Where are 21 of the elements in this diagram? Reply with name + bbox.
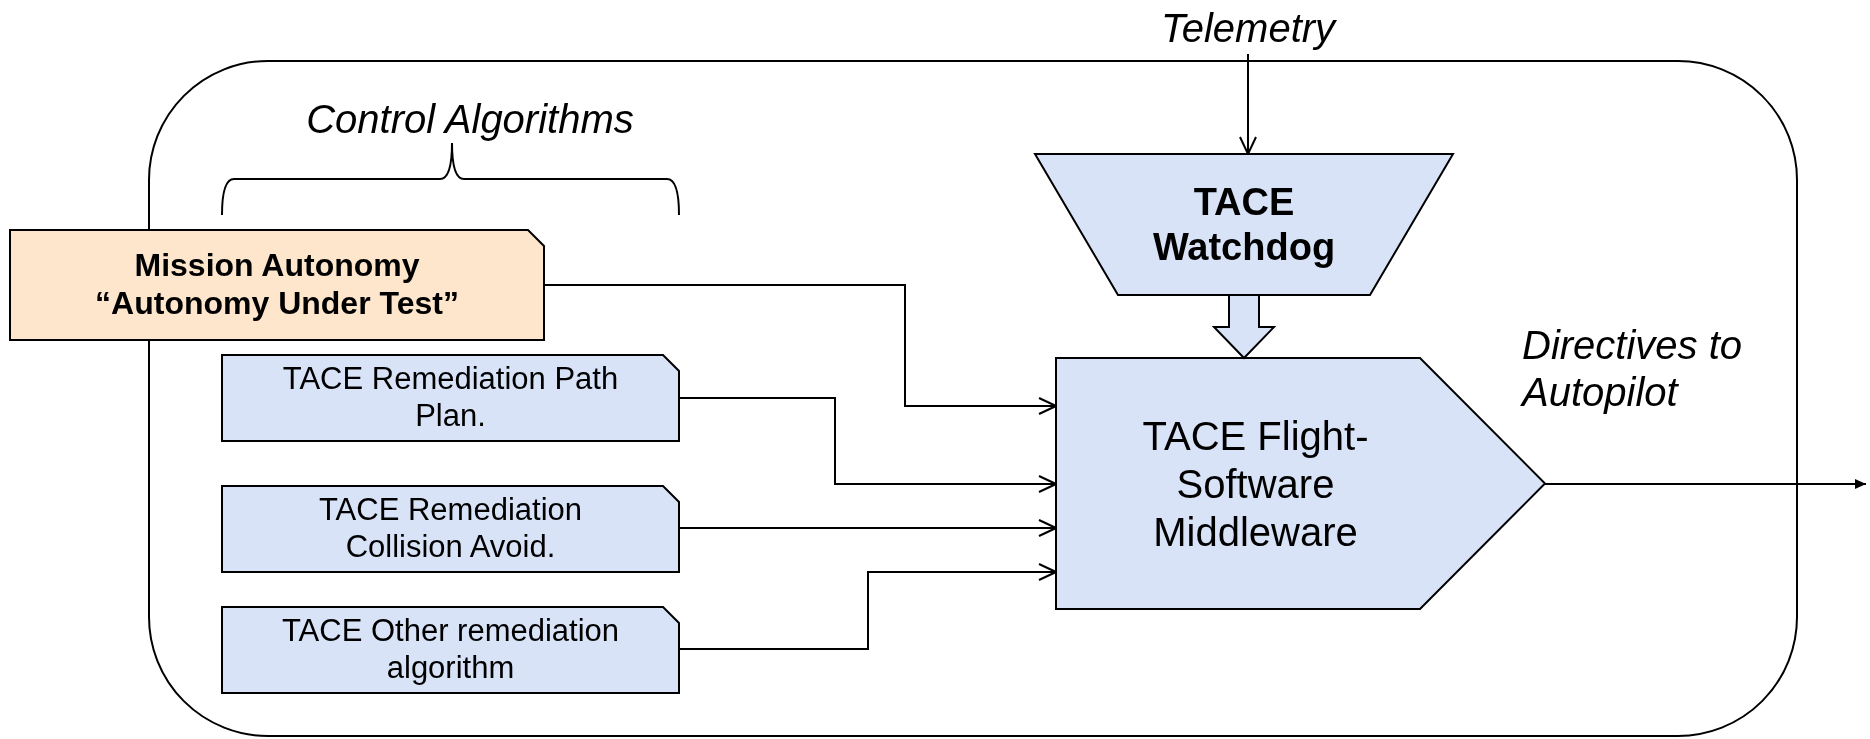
annotation-text: Control Algorithms <box>305 96 635 143</box>
process-box <box>222 355 679 441</box>
arrow <box>543 284 1057 415</box>
node-label: TACE Watchdog <box>1151 179 1337 270</box>
arrow <box>678 563 1057 650</box>
process-box <box>222 486 679 572</box>
block-arrow <box>1211 294 1277 360</box>
process-box <box>10 230 544 340</box>
node-label: TACE Other remediation algorithm <box>280 613 621 687</box>
arrow <box>678 519 1057 537</box>
node-label: TACE Remediation Path Plan. <box>281 361 620 435</box>
node-label: TACE Remediation Collision Avoid. <box>318 492 583 566</box>
process-box <box>222 607 679 693</box>
node-label: TACE Flight-Software Middleware <box>1141 412 1370 556</box>
node-label: Mission Autonomy “Autonomy Under Test” <box>94 247 460 323</box>
arrow <box>1544 479 1867 489</box>
annotation-text: Directives to Autopilot <box>1522 322 1744 417</box>
flow-label: Telemetry <box>1160 5 1336 53</box>
arrow <box>678 397 1057 493</box>
arrow <box>1239 53 1257 155</box>
trapezoid-node <box>1035 154 1453 295</box>
